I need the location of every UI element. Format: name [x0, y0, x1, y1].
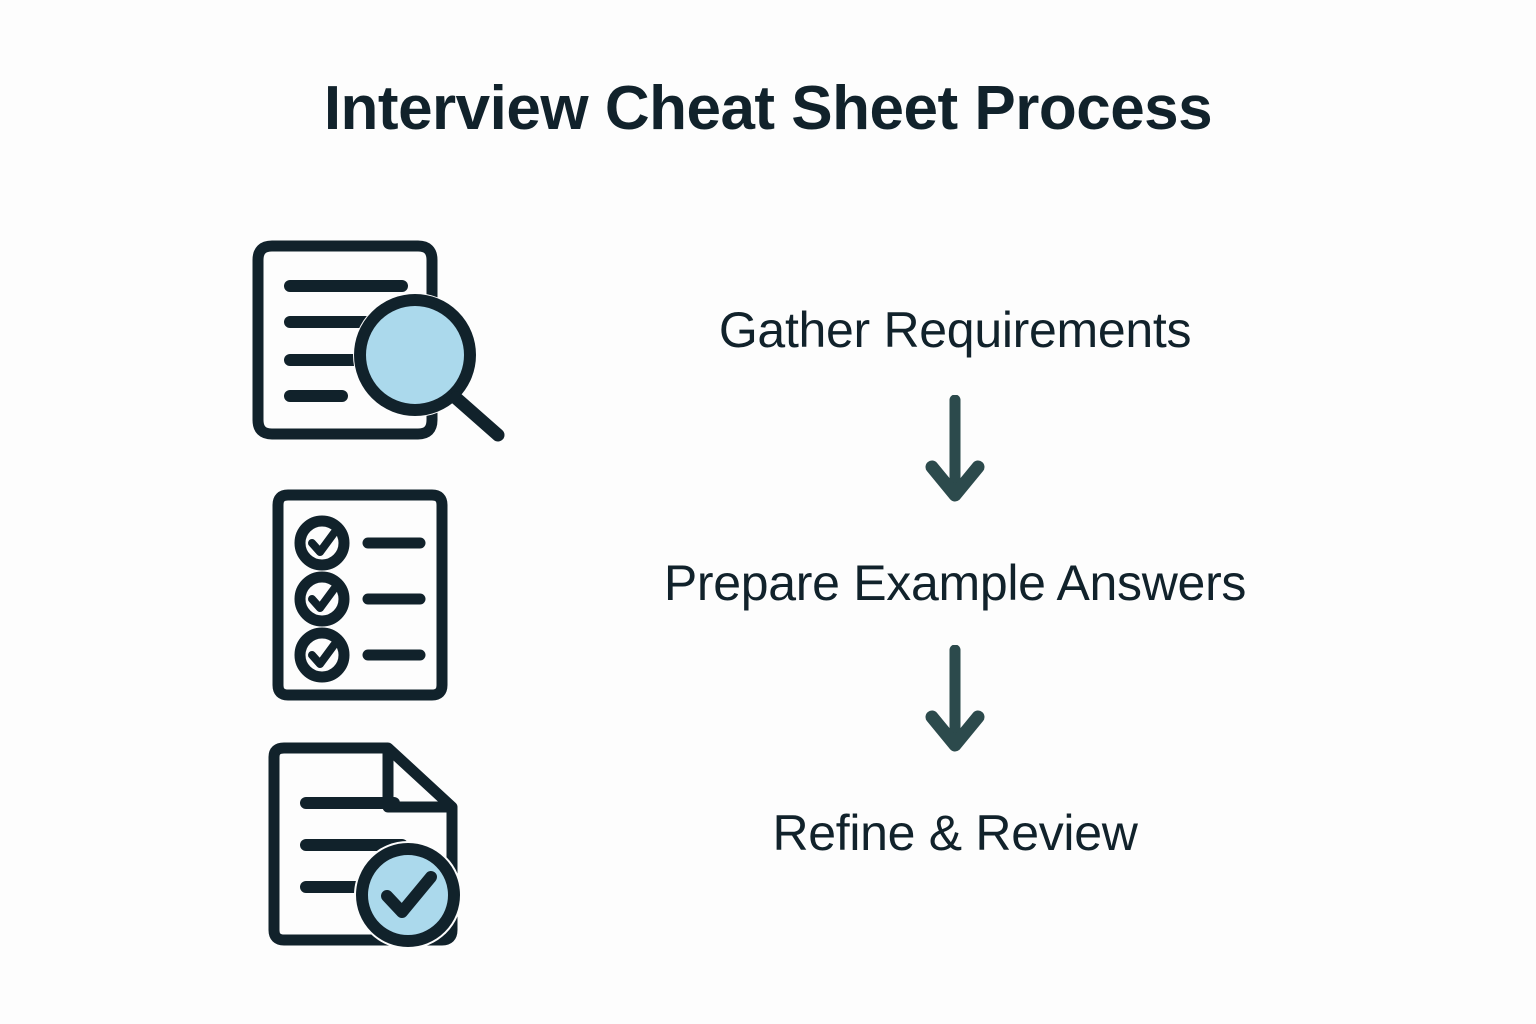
step-label-2: Prepare Example Answers: [663, 555, 1247, 611]
arrow-2: [540, 645, 1370, 760]
arrow-down-icon: [925, 645, 985, 752]
step-3-icon-slot: [230, 735, 530, 960]
page-title: Interview Cheat Sheet Process: [323, 74, 1213, 143]
icon-column: [230, 210, 530, 970]
document-magnifier-icon: [252, 240, 505, 442]
arrow-down-icon: [925, 395, 985, 502]
step-flow: Gather Requirements Prepare Example Answ…: [540, 210, 1370, 970]
step-2-icon-slot: [230, 485, 530, 710]
arrow-1: [540, 395, 1370, 510]
document-check-icon: [268, 742, 462, 949]
checklist-document-icon: [272, 489, 448, 701]
step-1-icon-slot: [230, 220, 530, 455]
step-label-1: Gather Requirements: [718, 302, 1192, 358]
step-label-3: Refine & Review: [772, 805, 1138, 861]
